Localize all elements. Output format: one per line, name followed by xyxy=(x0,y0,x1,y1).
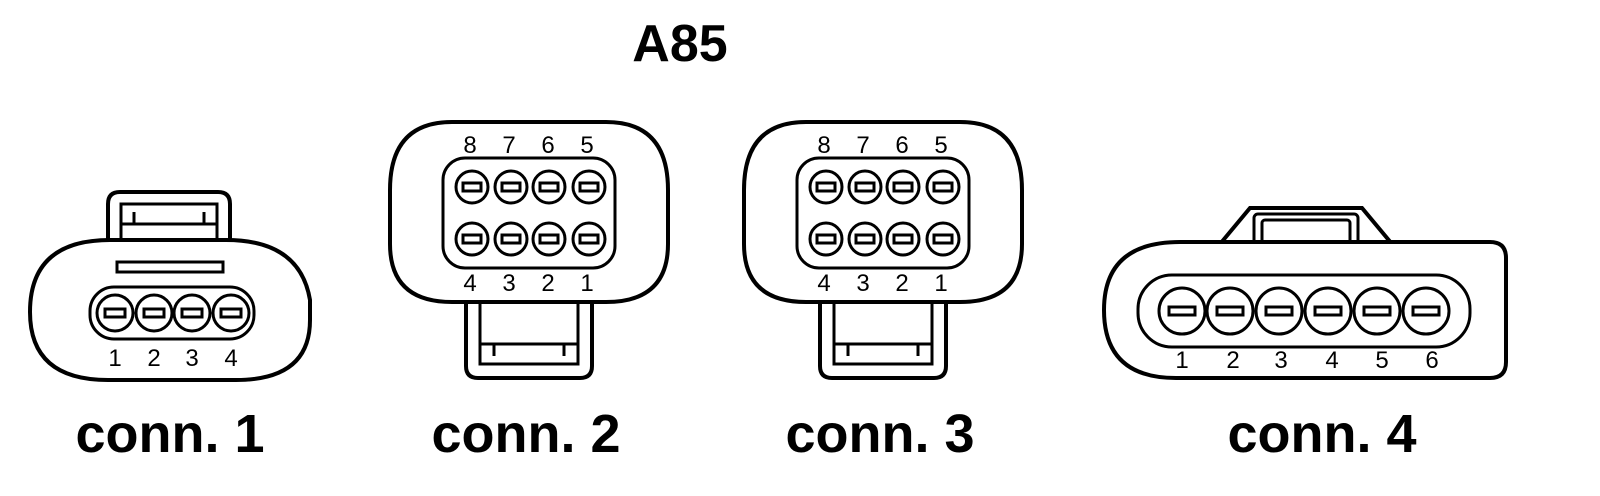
connector-2-latch xyxy=(464,288,594,380)
pin-number: 2 xyxy=(541,270,554,297)
pin-number: 4 xyxy=(224,345,237,372)
pin-number: 1 xyxy=(580,270,593,297)
connector-3-pin xyxy=(808,221,844,257)
connector-2-pin xyxy=(531,169,567,205)
pin-number: 8 xyxy=(817,132,830,159)
pin-number: 4 xyxy=(1325,347,1338,374)
connector-2-pins xyxy=(454,169,607,257)
pin-number: 3 xyxy=(502,270,515,297)
connector-3-pin xyxy=(925,169,961,205)
connector-2-pin xyxy=(531,221,567,257)
connector-3-pin-window xyxy=(795,156,971,270)
pin-number: 5 xyxy=(1375,347,1388,374)
pin-number: 1 xyxy=(108,345,121,372)
pin-number: 1 xyxy=(934,270,947,297)
pin-number: 2 xyxy=(895,270,908,297)
connector-1-pin-window xyxy=(88,285,256,341)
connector-2-pin xyxy=(493,169,529,205)
connector-2-pin-window xyxy=(441,156,617,270)
connector-1-pin xyxy=(95,293,135,333)
connector-2: 8 7 6 5 4 3 2 1 conn. 2 xyxy=(388,120,670,464)
pin-number: 7 xyxy=(502,132,515,159)
connector-4-pin xyxy=(1157,286,1207,336)
pin-number: 6 xyxy=(541,132,554,159)
connector-3-pin xyxy=(808,169,844,205)
connector-3-pin xyxy=(847,221,883,257)
diagram-title: A85 xyxy=(632,15,727,73)
pin-number: 4 xyxy=(463,270,476,297)
pin-number: 7 xyxy=(856,132,869,159)
connector-3-pin xyxy=(847,169,883,205)
connector-4-pin-window xyxy=(1136,273,1472,349)
connector-4-pin xyxy=(1303,286,1353,336)
connector-3-pin xyxy=(925,221,961,257)
connector-4-label: conn. 4 xyxy=(1227,404,1416,464)
pin-number: 5 xyxy=(580,132,593,159)
connector-3-housing xyxy=(742,120,1024,304)
connector-1: 1 2 3 4 conn. 1 xyxy=(27,190,312,464)
connector-4: 1 2 3 4 5 6 conn. 4 xyxy=(1101,206,1508,464)
connector-4-pin xyxy=(1254,286,1304,336)
connector-2-pin xyxy=(454,221,490,257)
connector-2-pin xyxy=(571,221,607,257)
pin-number: 6 xyxy=(895,132,908,159)
pin-number: 4 xyxy=(817,270,830,297)
connector-4-pin xyxy=(1401,286,1451,336)
pin-number: 3 xyxy=(1274,347,1287,374)
connector-4-pin xyxy=(1205,286,1255,336)
connector-3-pin xyxy=(885,169,921,205)
connector-1-pins xyxy=(95,293,251,333)
pin-number: 6 xyxy=(1425,347,1438,374)
connector-1-pin xyxy=(172,293,212,333)
pin-number: 1 xyxy=(1175,347,1188,374)
connector-4-pins xyxy=(1157,286,1451,336)
connector-1-housing xyxy=(27,238,312,382)
connector-2-pin xyxy=(571,169,607,205)
pin-number: 5 xyxy=(934,132,947,159)
connector-2-pin xyxy=(454,169,490,205)
connector-2-pin xyxy=(493,221,529,257)
pin-number: 2 xyxy=(1226,347,1239,374)
connector-4-pin xyxy=(1352,286,1402,336)
connector-1-label: conn. 1 xyxy=(75,404,264,464)
pin-number: 3 xyxy=(185,345,198,372)
connector-1-pin xyxy=(211,293,251,333)
pin-number: 8 xyxy=(463,132,476,159)
pin-number: 3 xyxy=(856,270,869,297)
connector-3-label: conn. 3 xyxy=(785,404,974,464)
connector-1-pin xyxy=(134,293,174,333)
connector-3-pins xyxy=(808,169,961,257)
connector-2-housing xyxy=(388,120,670,304)
connector-3-pin xyxy=(885,221,921,257)
connector-3: 8 7 6 5 4 3 2 1 conn. 3 xyxy=(742,120,1024,464)
connector-2-label: conn. 2 xyxy=(431,404,620,464)
connector-3-latch xyxy=(818,288,948,380)
pin-number: 2 xyxy=(147,345,160,372)
